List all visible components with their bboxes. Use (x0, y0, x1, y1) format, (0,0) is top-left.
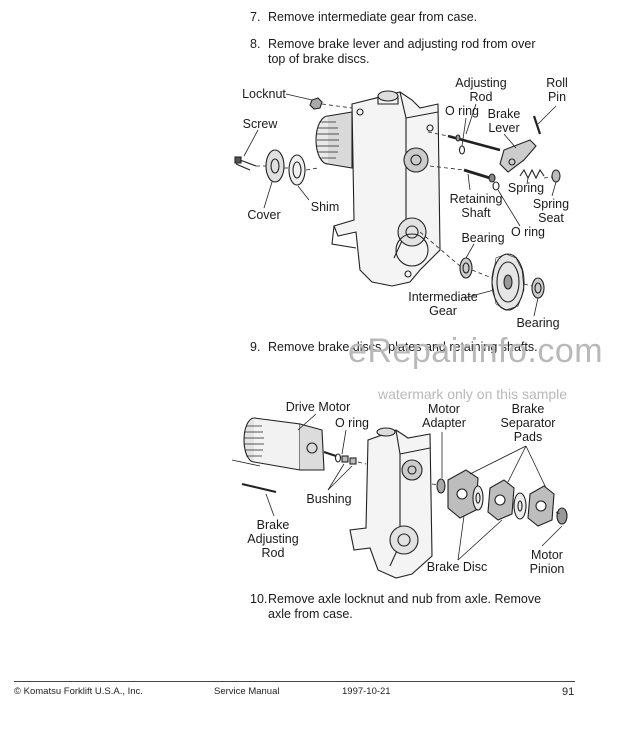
label-o-ring-2: O ring (510, 225, 546, 239)
label-shim: Shim (310, 200, 340, 214)
label-o-ring: O ring (444, 104, 480, 118)
step-number: 10. (250, 592, 268, 606)
watermark-site: eRepairinfo.com (348, 332, 604, 370)
label-cover: Cover (247, 208, 281, 222)
label-o-ring-fig2: O ring (334, 416, 370, 430)
step-text: Remove axle locknut and nub from axle. R… (268, 592, 542, 621)
step-text: Remove brake lever and adjusting rod fro… (268, 37, 536, 66)
label-brake-lever: Brake Lever (487, 107, 521, 135)
label-motor-adapter: Motor Adapter (422, 402, 466, 430)
label-adjusting-rod: Adjusting Rod (455, 76, 507, 104)
step-text: Remove intermediate gear from case. (268, 10, 478, 24)
label-intermediate-gear: Intermediate Gear (408, 290, 478, 318)
label-screw: Screw (242, 117, 278, 131)
watermark-note: watermark only on this sample (378, 386, 568, 402)
footer-page-number: 91 (562, 686, 575, 698)
footer-divider (14, 681, 575, 682)
footer-date: 1997-10-21 (342, 686, 391, 697)
label-drive-motor: Drive Motor (285, 400, 351, 414)
label-brake-adjusting-rod: Brake Adjusting Rod (247, 518, 299, 560)
step-number: 9. (250, 340, 261, 354)
step-text: Remove brake discs, plates and retaining… (268, 340, 538, 354)
label-bearing: Bearing (461, 231, 505, 245)
label-brake-disc: Brake Disc (426, 560, 488, 574)
footer-manual-title: Service Manual (214, 686, 280, 697)
step-7: 7. Remove intermediate gear from case. (250, 10, 590, 26)
step-number: 7. (250, 10, 261, 24)
step-10: 10. Remove axle locknut and nub from axl… (250, 592, 590, 624)
footer-copyright: © Komatsu Forklift U.S.A., Inc. (14, 686, 143, 697)
label-motor-pinion: Motor Pinion (529, 548, 565, 576)
label-roll-pin: Roll Pin (546, 76, 568, 104)
step-number: 8. (250, 37, 261, 51)
label-bearing-2: Bearing (516, 316, 560, 330)
step-9: 9. Remove brake discs, plates and retain… (250, 340, 590, 356)
step-8: 8. Remove brake lever and adjusting rod … (250, 37, 590, 69)
label-retaining-shaft: Retaining Shaft (449, 192, 503, 220)
label-spring: Spring (507, 181, 545, 195)
label-bushing: Bushing (306, 492, 352, 506)
label-brake-separator-pads: Brake Separator Pads (500, 402, 556, 444)
label-locknut: Locknut (242, 87, 286, 101)
label-spring-seat: Spring Seat (532, 197, 570, 225)
